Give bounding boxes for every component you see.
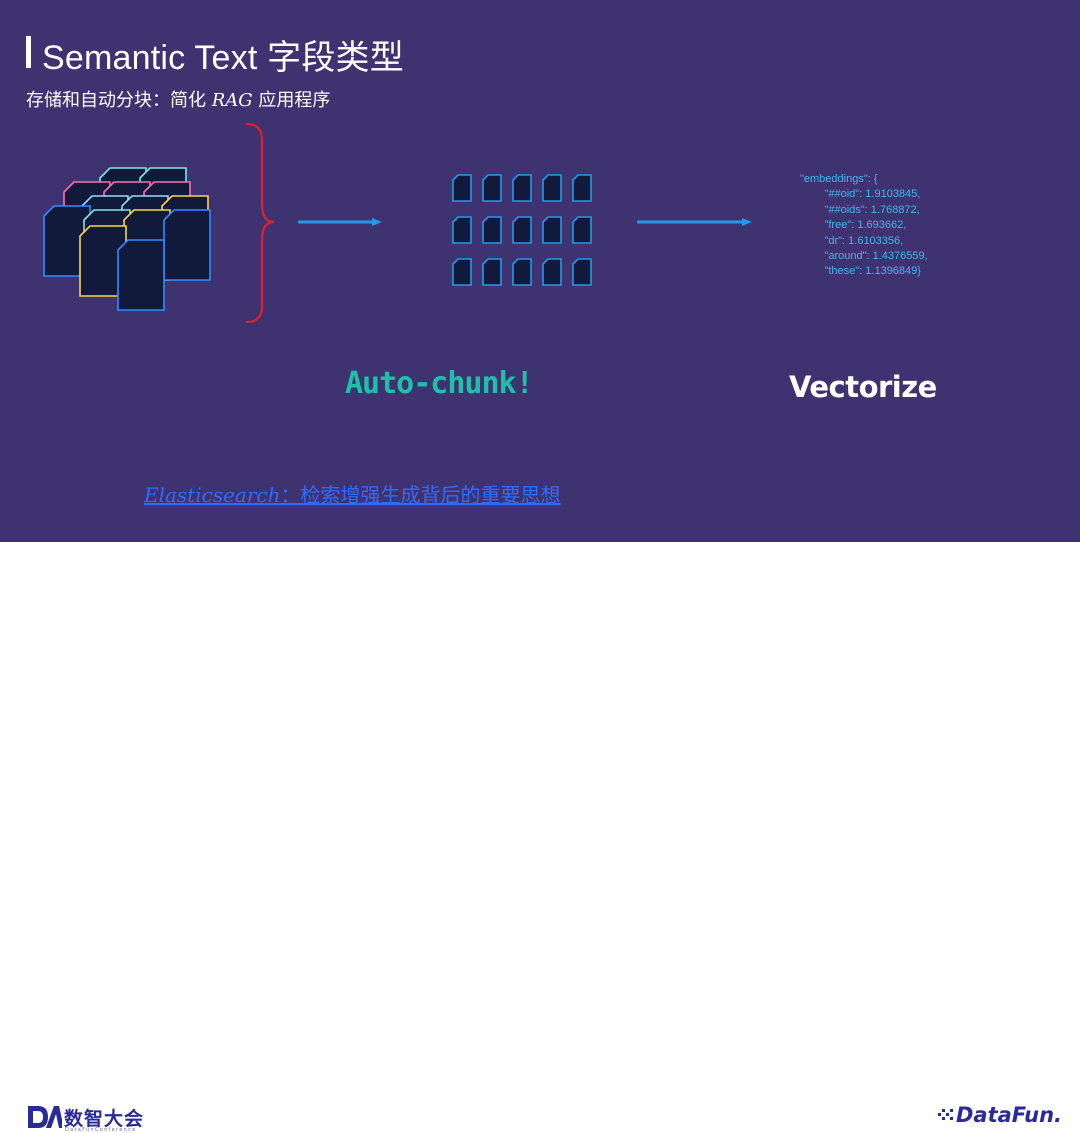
link-chinese[interactable]: ：检索增强生成背后的重要思想 — [280, 483, 561, 507]
document-icon — [482, 216, 502, 244]
slide: Semantic Text 字段类型 存储和自动分块：简化 RAG 应用程序 "… — [0, 0, 1080, 542]
diagram-graphics — [43, 122, 752, 324]
right-logo-word: DataFun. — [956, 1103, 1063, 1127]
document-icon — [572, 174, 592, 202]
document-stack-icon — [43, 167, 211, 311]
document-icon — [512, 258, 532, 286]
embeddings-json: "embeddings": { "##oid": 1.9103845, "##o… — [800, 173, 928, 278]
title-accent-bar — [26, 36, 31, 68]
right-logo-text: DataFun. — [938, 1103, 1062, 1127]
document-icon — [572, 258, 592, 286]
datafun-dots-icon — [938, 1109, 953, 1120]
document-icon — [43, 205, 91, 277]
document-icon — [542, 216, 562, 244]
document-icon — [79, 225, 127, 297]
chunk-grid-icon — [452, 174, 592, 286]
datafun-conference-logo-icon — [28, 1106, 62, 1128]
document-icon — [512, 216, 532, 244]
document-icon — [482, 258, 502, 286]
document-icon — [572, 216, 592, 244]
document-icon — [512, 174, 532, 202]
reference-link[interactable]: Elasticsearch：检索增强生成背后的重要思想 — [144, 479, 560, 508]
document-icon — [452, 216, 472, 244]
document-icon — [117, 239, 165, 311]
curly-brace-icon — [245, 122, 275, 324]
subtitle-rag: RAG — [211, 90, 253, 111]
document-icon — [452, 258, 472, 286]
auto-chunk-label: Auto-chunk! — [345, 366, 534, 401]
document-icon — [542, 174, 562, 202]
document-icon — [452, 174, 472, 202]
document-icon — [163, 209, 211, 281]
document-icon — [482, 174, 502, 202]
vectorize-label: Vectorize — [789, 370, 937, 404]
left-logo-subtext: DataFunConference — [65, 1127, 137, 1133]
subtitle-prefix: 存储和自动分块：简化 — [26, 90, 212, 111]
arrow-right-icon — [637, 218, 752, 226]
slide-subtitle: 存储和自动分块：简化 RAG 应用程序 — [26, 86, 330, 112]
document-icon — [542, 258, 562, 286]
subtitle-suffix: 应用程序 — [252, 90, 331, 111]
link-english[interactable]: Elasticsearch — [144, 483, 281, 507]
arrow-right-icon — [298, 218, 382, 226]
footer: 数智大会 DataFunConference DataFun. — [0, 542, 1080, 1133]
slide-title: Semantic Text 字段类型 — [42, 39, 404, 77]
